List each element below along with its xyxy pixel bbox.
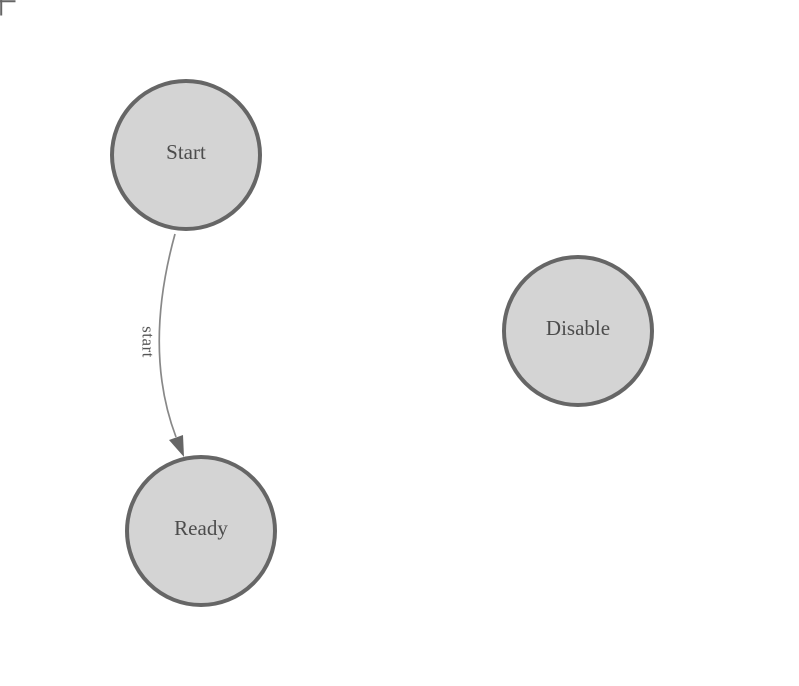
state-node-start-label: Start	[166, 140, 206, 164]
state-node-start-circle[interactable]	[110, 79, 262, 231]
state-node-disable-label: Disable	[546, 316, 610, 340]
edge-path[interactable]	[158, 233, 177, 438]
edge-label: start	[139, 326, 158, 358]
edge-start-to-ready: start	[139, 233, 184, 457]
state-node-ready-label: Ready	[174, 516, 228, 540]
state-node-ready-circle[interactable]	[125, 455, 277, 607]
edge-arrowhead-icon	[169, 435, 184, 457]
state-node-disable-circle[interactable]	[502, 255, 654, 407]
state-node-disable[interactable]: Disable	[502, 255, 654, 407]
canvas-origin-mark	[0, 0, 16, 16]
state-node-ready[interactable]: Ready	[125, 455, 277, 607]
state-node-start[interactable]: Start	[110, 79, 262, 231]
